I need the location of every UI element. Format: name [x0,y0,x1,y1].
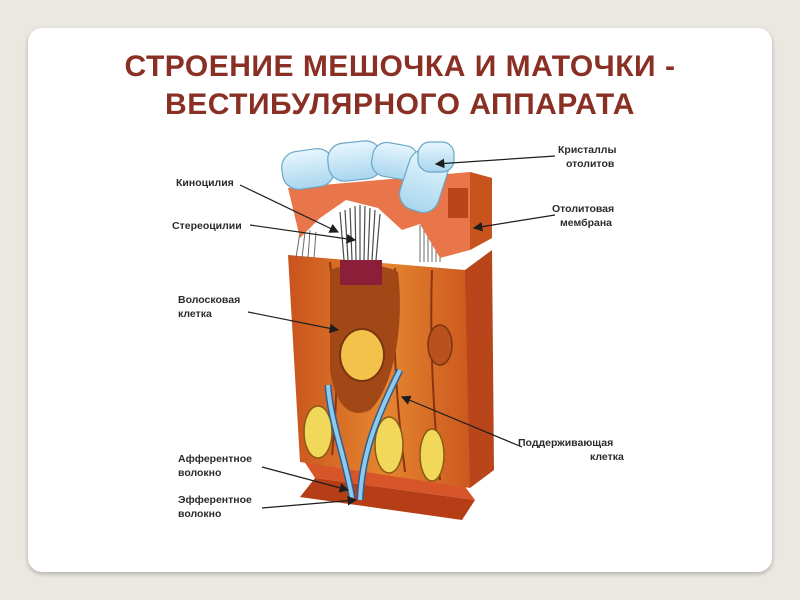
label-otolith-membrane-line1: Отолитовая [552,203,614,215]
label-otolith-crystals-line2: отолитов [566,158,615,170]
label-stereocilia: Стереоцилии [172,220,242,232]
label-supporting-cell-line2: клетка [590,451,624,463]
label-kinocilia: Киноцилия [176,177,234,189]
label-hair-cell-line1: Волосковая [178,294,240,306]
label-afferent-line1: Афферентное [178,453,252,465]
label-hair-cell-line2: клетка [178,308,212,320]
label-otolith-crystals-line1: Кристаллы [558,144,616,156]
label-efferent-line1: Эфферентное [178,494,252,506]
label-supporting-cell-line1: Поддерживающая [518,437,613,449]
label-efferent-line2: волокно [178,508,221,520]
supporting-cell-nucleus [428,325,452,365]
hair-cell-nucleus [340,329,384,381]
label-afferent-line2: волокно [178,467,221,479]
label-otolith-membrane-line2: мембрана [560,217,612,229]
